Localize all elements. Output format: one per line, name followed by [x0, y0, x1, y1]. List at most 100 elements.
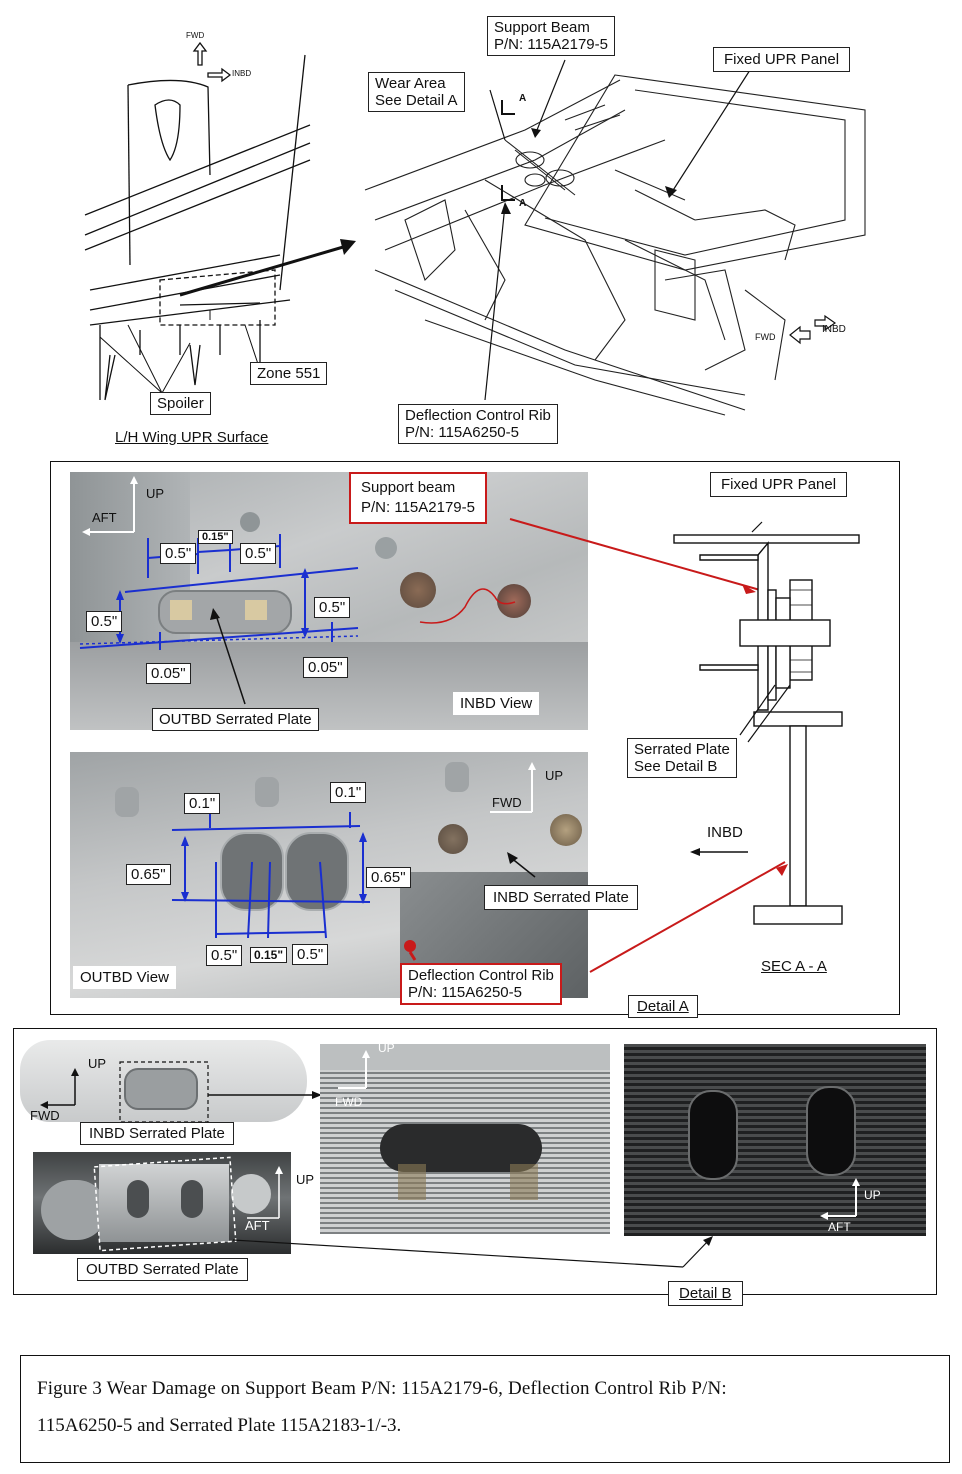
outbd-view-up-label: UP [545, 768, 564, 783]
iso-inbd-label: INBD [822, 324, 846, 335]
deflection-rib-pn: P/N: 115A6250-5 [405, 424, 519, 441]
detail-a-frame [50, 461, 900, 1015]
fastener-head-1 [400, 572, 436, 608]
inbd-view-aft-label: AFT [92, 510, 117, 525]
inbd-plate-small-overlay [40, 1061, 322, 1123]
dim-slot-height-left: 0.5" [86, 611, 123, 632]
outbd-serrated-plate-label: OUTBD Serrated Plate [152, 708, 319, 731]
see-detail-a-text: See Detail A [375, 92, 458, 109]
section-mark-top: A [519, 93, 527, 104]
detail-b-up-2: UP [378, 1041, 395, 1055]
dim-edge-right: 0.05" [303, 657, 348, 678]
support-beam-callout-pn: P/N: 115A2179-5 [361, 499, 475, 516]
wing-overview-sketch: FWD INBD [80, 25, 380, 445]
section-fixed-upr-panel-label: Fixed UPR Panel [710, 472, 848, 497]
inbd-label: INBD [232, 69, 252, 78]
zone-551-label: Zone 551 [250, 362, 328, 385]
dim-outbd-width-right: 0.5" [292, 944, 329, 965]
iso-fwd-label: FWD [755, 332, 776, 342]
dim-slot-length-right: 0.65" [366, 867, 411, 888]
fastener-head-3 [375, 537, 397, 559]
section-mark-bottom: A [519, 198, 527, 209]
dim-slot-width-right: 0.5" [240, 543, 277, 564]
outbd-closeup-slot-left [688, 1090, 738, 1180]
iso-line-drawing [364, 59, 866, 416]
fwd-label: FWD [186, 31, 205, 40]
dim-outbd-gap: 0.15" [250, 947, 288, 963]
serrated-plate-name: Serrated Plate [634, 741, 730, 758]
wear-area-name: Wear Area [375, 75, 446, 92]
support-beam-iso-drawing: A A FWD INBD [364, 20, 875, 420]
inbd-plate-small-photo [20, 1040, 307, 1122]
section-a-a-title: SEC A - A [761, 958, 827, 975]
dim-outbd-width-left: 0.5" [206, 945, 243, 966]
dim-margin-right: 0.1" [330, 782, 367, 803]
outbd-closeup-axis-overlay [820, 1178, 860, 1220]
dim-slot-width-left: 0.5" [160, 543, 197, 564]
spoiler-label: Spoiler [150, 392, 211, 415]
slot-worn-left [170, 600, 192, 620]
wing-line-drawing [84, 41, 356, 401]
closeup-wear-right [510, 1164, 538, 1200]
nutplate-3 [445, 762, 469, 792]
closeup-axis-overlay [338, 1050, 370, 1089]
inbd-view-up-label: UP [146, 486, 165, 501]
detail-b-inbd-plate-label: INBD Serrated Plate [80, 1122, 234, 1145]
outbd-closeup-slot-right [806, 1086, 856, 1176]
support-beam-name: Support Beam [494, 19, 590, 36]
outbd-slot-right [285, 832, 349, 911]
outbd-plate-closeup-photo [624, 1044, 926, 1236]
outbd-view-label: OUTBD View [73, 966, 176, 989]
outbd-plate-lug-right [231, 1174, 271, 1214]
deflection-rib-callout: Deflection Control Rib P/N: 115A6250-5 [400, 963, 562, 1005]
closeup-wear-left [398, 1164, 426, 1200]
dim-slot-gap: 0.15" [198, 530, 233, 544]
outbd-plate-small-overlay [93, 1156, 713, 1268]
nutplate-2 [255, 777, 279, 807]
figure-caption-line-1: Figure 3 Wear Damage on Support Beam P/N… [37, 1378, 727, 1399]
inbd-plate-closeup-photo [320, 1044, 610, 1234]
inbd-serrated-plate-label: INBD Serrated Plate [484, 885, 638, 910]
detail-b-aft-4: AFT [245, 1218, 270, 1233]
section-a-a-drawing [673, 521, 860, 925]
detail-b-frame [13, 1028, 937, 1295]
detail-b-up-4: UP [296, 1172, 315, 1187]
dim-slot-height-right: 0.5" [314, 597, 351, 618]
see-detail-b-text: See Detail B [634, 758, 718, 775]
fastener-head-5 [438, 824, 468, 854]
slot-worn-right [245, 600, 267, 620]
detail-b-aft-3: AFT [828, 1220, 851, 1234]
deflection-rib-callout-name: Deflection Control Rib [408, 967, 554, 984]
outbd-plate-body [99, 1164, 229, 1242]
detail-b-outbd-plate-label: OUTBD Serrated Plate [77, 1258, 248, 1281]
detail-b-title: Detail B [668, 1281, 743, 1306]
support-beam-pn: P/N: 115A2179-5 [494, 36, 608, 53]
inbd-view-label: INBD View [453, 692, 540, 715]
outbd-plate-slot-right [181, 1180, 203, 1218]
outbd-plate-slot-left [127, 1180, 149, 1218]
nutplate-1 [115, 787, 139, 817]
fastener-head-6 [550, 814, 582, 846]
support-beam-callout: Support beam P/N: 115A2179-5 [349, 472, 487, 524]
detail-b-up-1: UP [88, 1056, 107, 1071]
section-inbd-label: INBD [707, 824, 743, 841]
figure-caption: Figure 3 Wear Damage on Support Beam P/N… [20, 1355, 950, 1463]
support-beam-callout-name: Support beam [361, 479, 456, 496]
inbd-plate-slot [124, 1068, 198, 1110]
dim-margin-left: 0.1" [184, 793, 221, 814]
deflection-rib-label: Deflection Control Rib P/N: 115A6250-5 [398, 404, 558, 444]
wing-surface-title: L/H Wing UPR Surface [115, 429, 269, 446]
outbd-view-fwd-label: FWD [492, 795, 522, 810]
figure-caption-line-2: 115A6250-5 and Serrated Plate 115A2183-1… [37, 1415, 402, 1436]
detail-b-up-3: UP [864, 1188, 881, 1202]
deflection-rib-callout-pn: P/N: 115A6250-5 [408, 984, 522, 1001]
fastener-head-2 [497, 584, 531, 618]
dim-edge-left: 0.05" [146, 663, 191, 684]
deflection-rib-name: Deflection Control Rib [405, 407, 551, 424]
detail-b-fwd-2: FWD [335, 1095, 363, 1109]
red-marker-dot [404, 940, 416, 952]
detail-b-fwd-1: FWD [30, 1108, 60, 1123]
detail-a-title: Detail A [628, 995, 698, 1018]
fastener-head-4 [240, 512, 260, 532]
support-beam-label: Support Beam P/N: 115A2179-5 [487, 16, 615, 56]
